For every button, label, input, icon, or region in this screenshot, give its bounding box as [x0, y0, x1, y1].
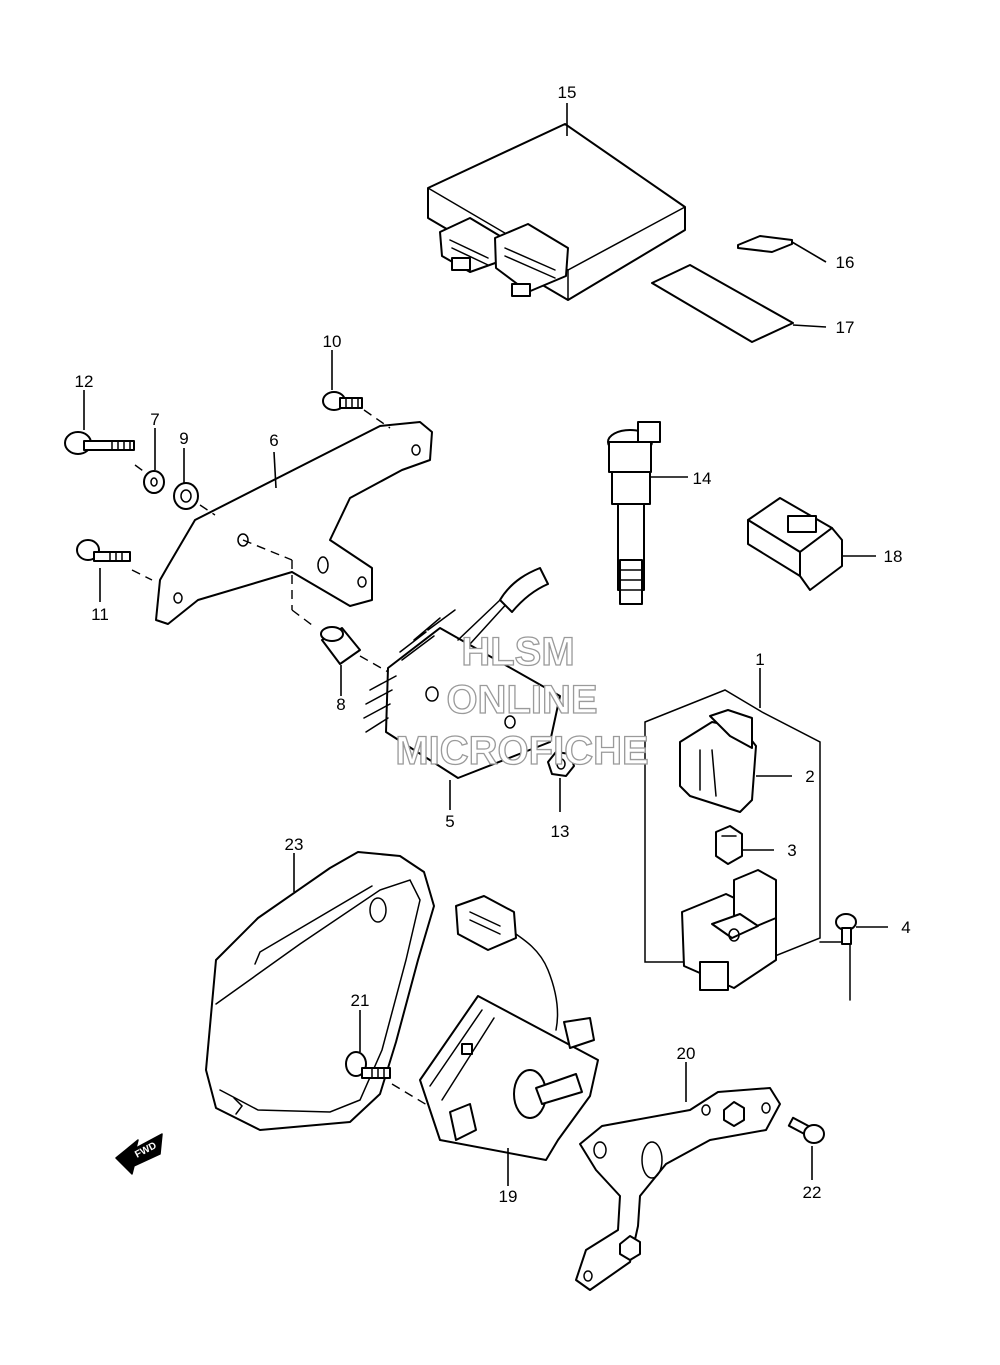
- callout-9: 9: [179, 429, 188, 448]
- callout-1: 1: [755, 650, 764, 669]
- sensor-unit[interactable]: [419, 895, 599, 1161]
- bolt-21[interactable]: [345, 1051, 391, 1079]
- grommet-9[interactable]: [173, 482, 199, 510]
- sensor-bracket[interactable]: [575, 1087, 781, 1291]
- callout-22: 22: [803, 1183, 822, 1202]
- callout-4: 4: [901, 918, 910, 937]
- label-small[interactable]: [737, 235, 793, 253]
- callout-12: 12: [75, 372, 94, 391]
- callout-2: 2: [805, 767, 814, 786]
- watermark-line-3: MICROFICHE: [395, 729, 648, 773]
- watermark-line-1: HLSM: [461, 630, 574, 674]
- callout-7: 7: [150, 410, 159, 429]
- callout-13: 13: [551, 822, 570, 841]
- mounting-bracket[interactable]: [155, 421, 433, 625]
- assembly-frame-1: [644, 689, 821, 963]
- ignition-coil[interactable]: [607, 421, 661, 605]
- screw-22[interactable]: [787, 1116, 825, 1144]
- callout-10: 10: [323, 332, 342, 351]
- regulator-rectifier[interactable]: [363, 567, 561, 779]
- screw-4[interactable]: [835, 913, 857, 945]
- callout-19: 19: [499, 1187, 518, 1206]
- watermark: HLSM ONLINE MICROFICHE: [395, 629, 650, 773]
- callout-3: 3: [787, 841, 796, 860]
- bolt-10[interactable]: [322, 391, 363, 411]
- callout-18: 18: [884, 547, 903, 566]
- callout-17: 17: [836, 318, 855, 337]
- relay-cover[interactable]: [679, 709, 757, 813]
- starter-relay-body[interactable]: [681, 869, 777, 991]
- callout-14: 14: [693, 469, 712, 488]
- watermark-line-2: ONLINE: [446, 678, 597, 722]
- washer-7[interactable]: [143, 470, 165, 494]
- callout-23: 23: [285, 835, 304, 854]
- callout-11: 11: [91, 605, 109, 624]
- callout-20: 20: [677, 1044, 696, 1063]
- callout-15: 15: [558, 83, 577, 102]
- callout-21: 21: [351, 991, 370, 1010]
- bolt-11[interactable]: [76, 539, 131, 562]
- relay[interactable]: [747, 497, 843, 591]
- ecm-unit[interactable]: [427, 123, 686, 301]
- label-large[interactable]: [651, 264, 794, 343]
- bolt-12[interactable]: [64, 431, 135, 455]
- callout-5: 5: [445, 812, 454, 831]
- cover-case[interactable]: [205, 851, 435, 1131]
- forward-arrow-icon: FWD: [115, 1133, 163, 1175]
- callout-16: 16: [836, 253, 855, 272]
- fuse[interactable]: [715, 825, 743, 865]
- callout-8: 8: [336, 695, 345, 714]
- spacer-8[interactable]: [320, 626, 361, 665]
- callout-6: 6: [269, 431, 278, 450]
- nut-13[interactable]: [547, 751, 575, 777]
